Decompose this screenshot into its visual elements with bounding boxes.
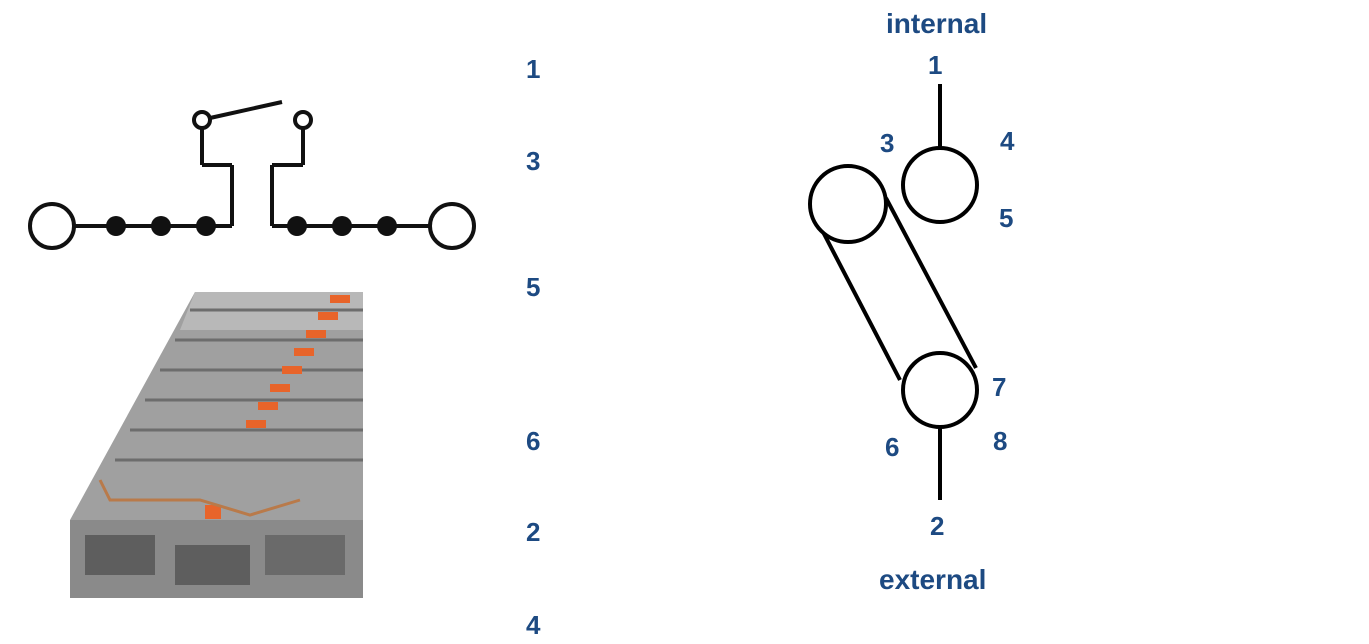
left-label-1: 1 — [526, 54, 541, 84]
terminal-5: 5 — [999, 203, 1014, 233]
terminal-circle-right — [428, 202, 476, 250]
left-label-4: 4 — [526, 610, 541, 640]
left-label-2: 2 — [526, 517, 541, 547]
terminal-8: 8 — [993, 426, 1008, 456]
internal-label: internal — [886, 8, 988, 39]
terminal-7: 7 — [992, 372, 1007, 402]
junction-dots — [106, 216, 397, 236]
left-label-6: 6 — [526, 426, 541, 456]
left-label-3: 3 — [526, 146, 541, 176]
left-label-5: 5 — [526, 272, 541, 302]
terminal-2: 2 — [930, 511, 945, 541]
external-label: external — [879, 564, 987, 595]
terminal-circle-left — [28, 202, 76, 250]
terminal-3: 3 — [880, 128, 895, 158]
terminal-1: 1 — [928, 50, 943, 80]
terminal-6: 6 — [885, 432, 900, 462]
terminal-block-photo — [70, 292, 363, 598]
contact-diagram — [808, 84, 979, 500]
terminal-4: 4 — [1000, 126, 1015, 156]
switch-schematic — [28, 100, 476, 250]
